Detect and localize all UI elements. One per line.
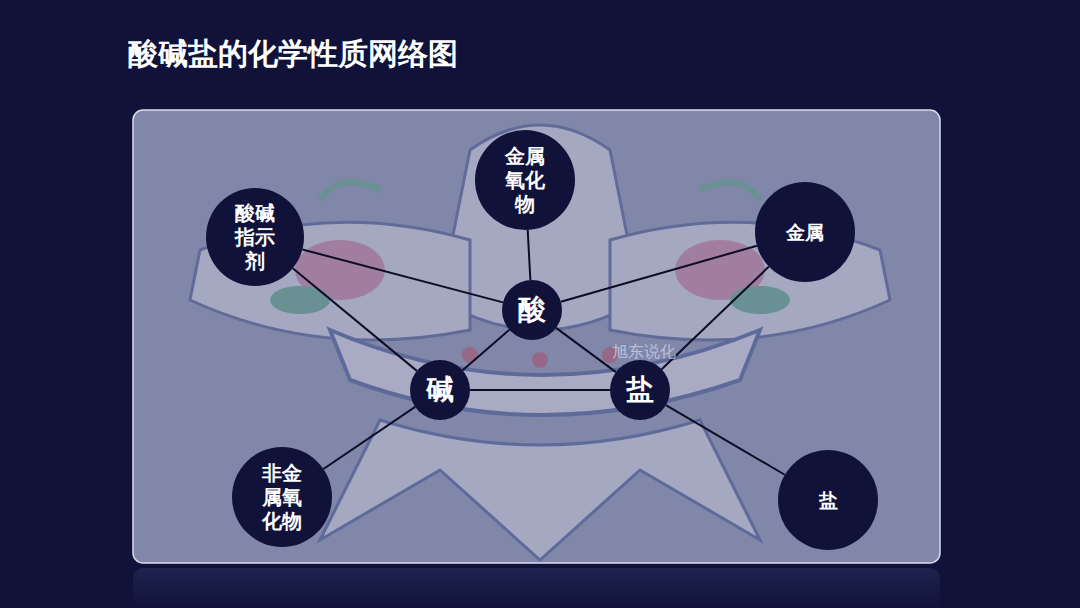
concept-label: 碱: [426, 373, 454, 407]
concept-label: 金属: [786, 221, 824, 244]
concept-label: 盐: [626, 373, 654, 407]
kite-illustration: [190, 125, 890, 560]
connector-line: [302, 249, 503, 302]
connector-line: [323, 407, 415, 469]
concept-label: 金属氧化物: [505, 144, 545, 216]
concept-circle: 盐: [778, 450, 878, 550]
connector-line: [556, 328, 616, 372]
concept-circle: 非金属氧化物: [232, 447, 332, 547]
concept-circle: 金属氧化物: [475, 130, 575, 230]
concept-label: 非金属氧化物: [262, 461, 302, 533]
watermark: 旭东说化: [612, 342, 676, 363]
panel-reflection: [133, 568, 940, 608]
connector-line: [662, 267, 769, 370]
connector-line: [528, 230, 531, 280]
connector-line: [666, 405, 785, 475]
concept-circle: 金属: [755, 182, 855, 282]
concept-circle: 酸: [502, 280, 562, 340]
connector-line: [470, 389, 610, 391]
concept-label: 酸碱指示剂: [235, 201, 275, 273]
concept-circle: 酸碱指示剂: [206, 188, 304, 286]
concept-circle: 盐: [610, 360, 670, 420]
concept-label: 盐: [819, 489, 838, 512]
connector-line: [561, 246, 757, 302]
concept-label: 酸: [518, 293, 546, 327]
connector-line: [293, 268, 417, 371]
diagram-title: 酸碱盐的化学性质网络图: [128, 34, 458, 75]
connector-line: [463, 330, 510, 371]
concept-circle: 碱: [410, 360, 470, 420]
panel: [133, 110, 940, 563]
